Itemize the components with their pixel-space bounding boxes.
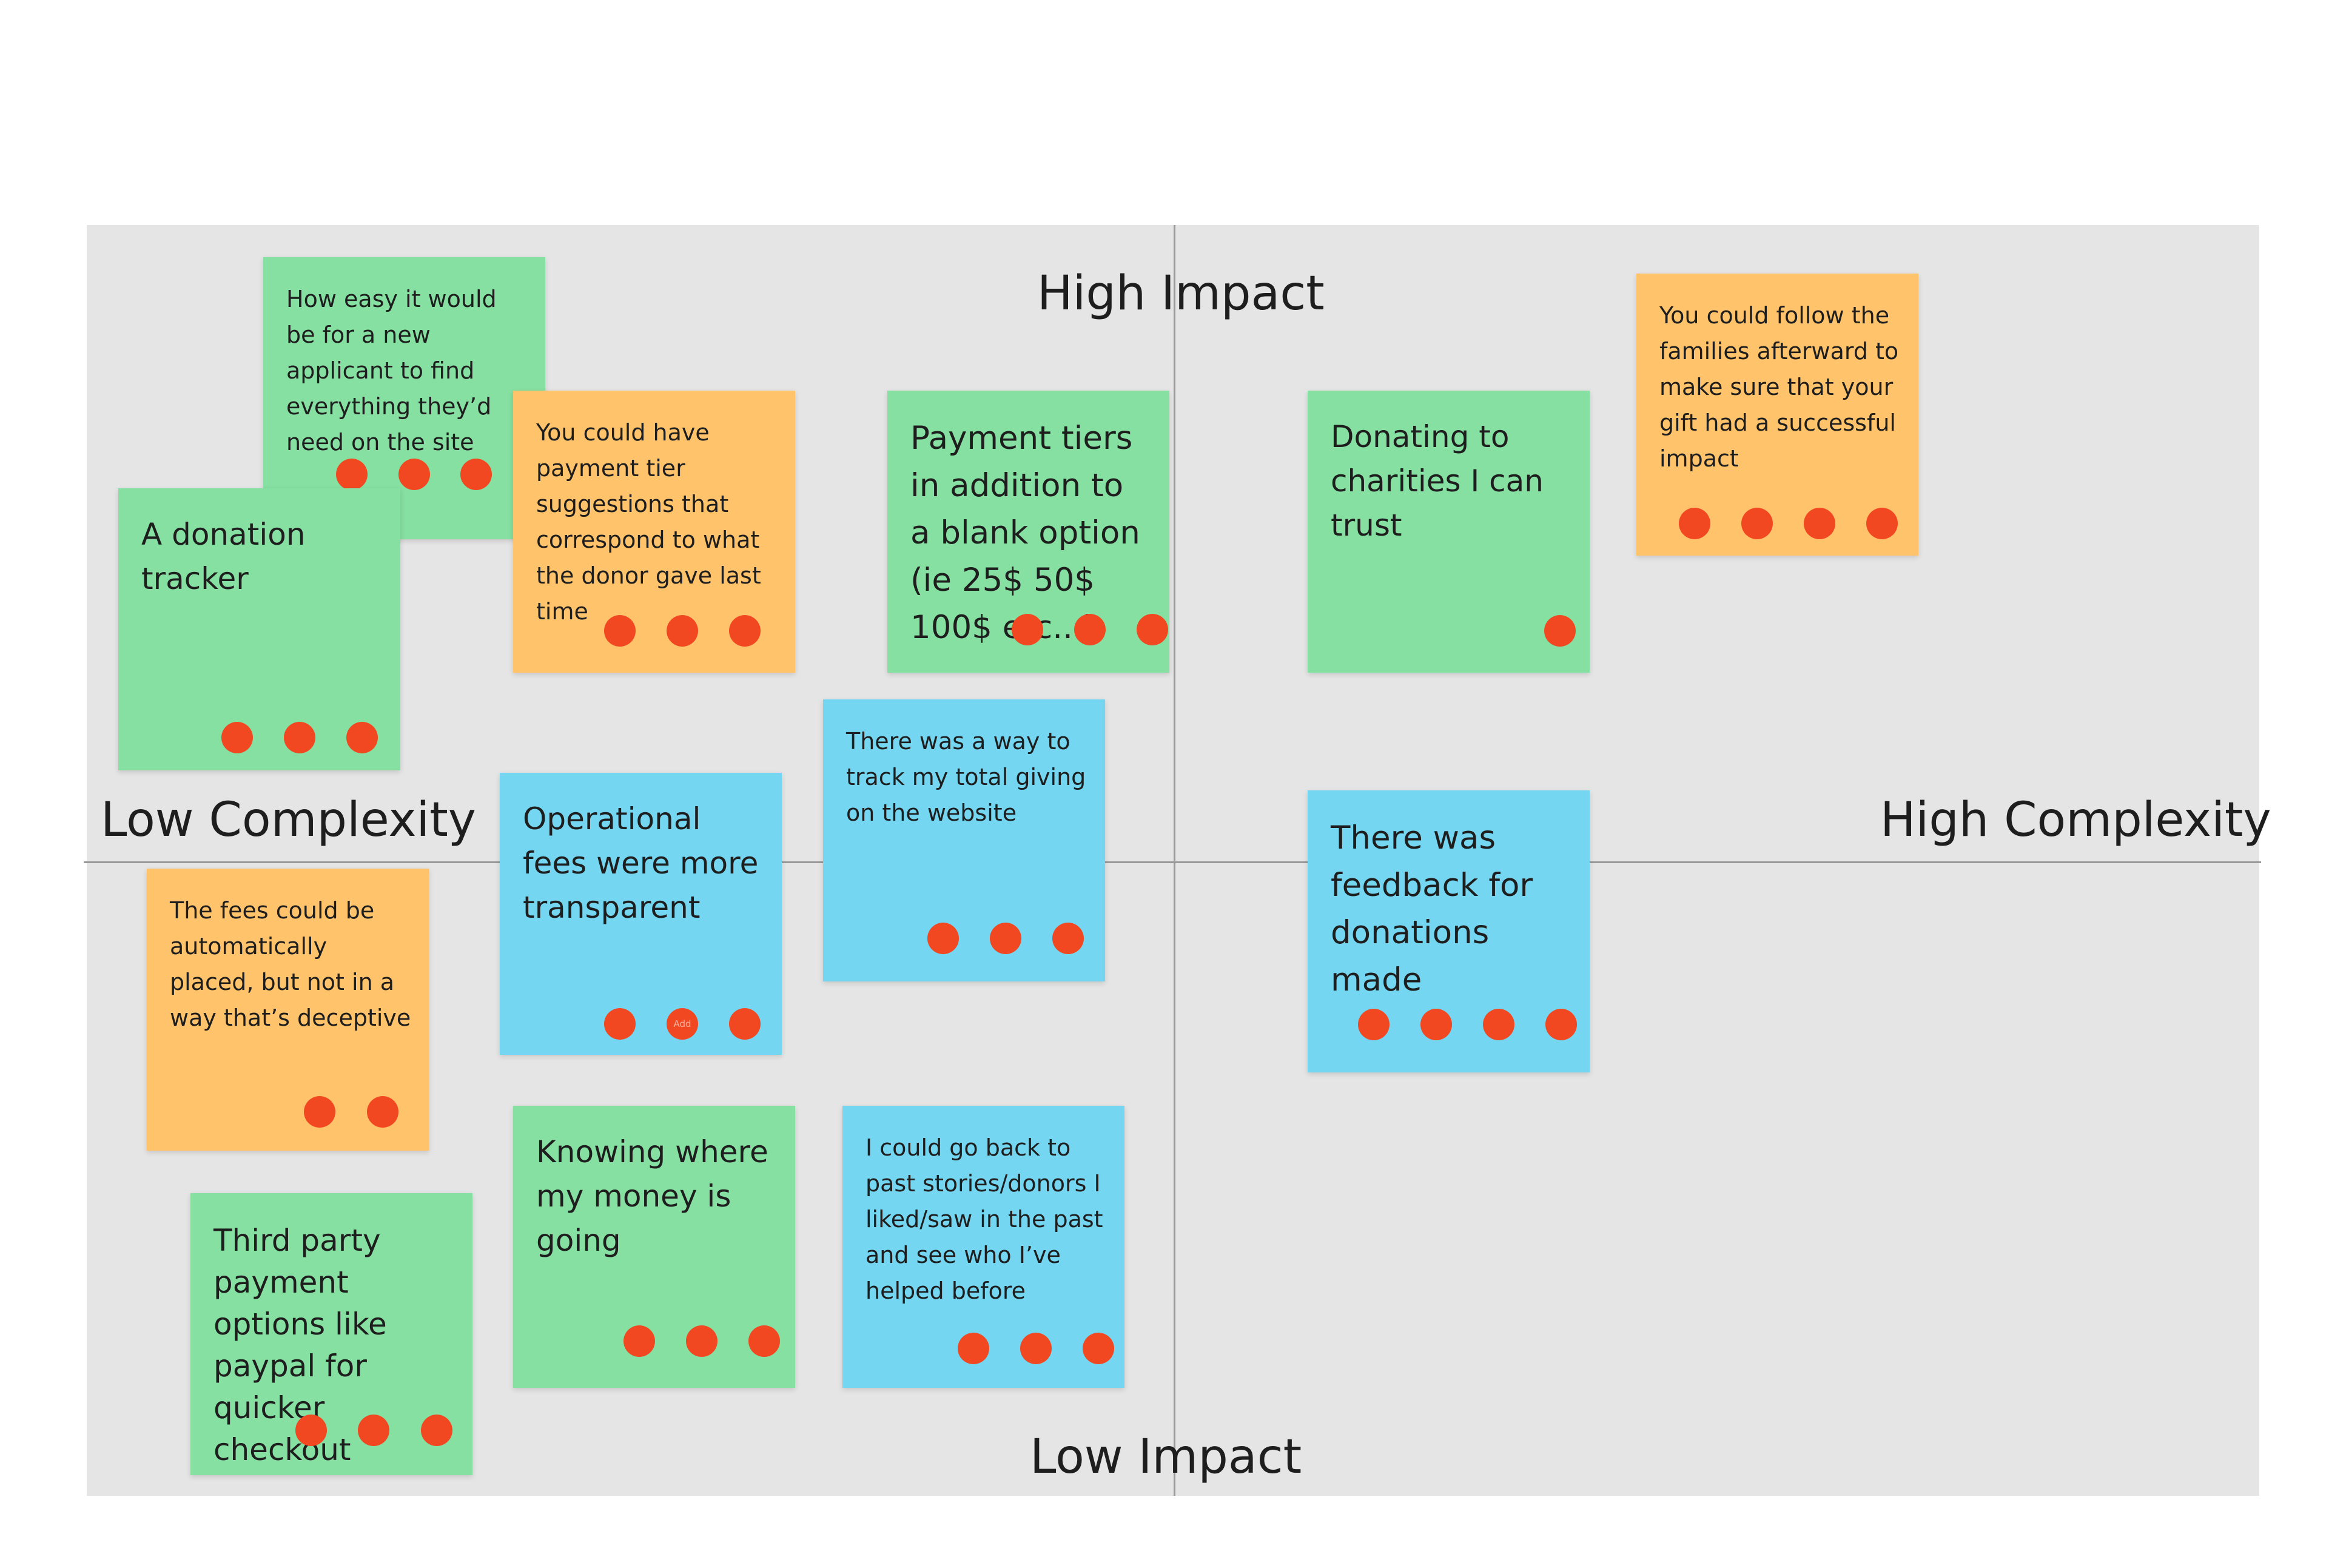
sticky-note-text: There was feedback for donations made [1331,819,1533,998]
vote-dot[interactable] [1012,614,1043,645]
sticky-note[interactable]: There was feedback for donations made [1308,790,1590,1072]
sticky-note[interactable]: You could follow the families afterward … [1636,274,1918,556]
vote-dot[interactable] [1052,923,1084,954]
vote-dot[interactable] [421,1415,452,1446]
sticky-note-text: Knowing where my money is going [536,1134,768,1258]
vote-dot[interactable] [367,1096,398,1128]
sticky-note[interactable]: Donating to charities I can trust [1308,391,1590,673]
vote-dot[interactable] [1866,508,1898,539]
sticky-note[interactable]: A donation tracker [118,488,400,770]
sticky-note[interactable]: Knowing where my money is going [513,1106,795,1388]
high-impact-label: High Impact [1037,266,1325,321]
sticky-note[interactable]: Operational fees were more transparent A… [500,773,782,1055]
vote-dot[interactable] [1358,1009,1390,1040]
sticky-note-text: A donation tracker [141,517,306,596]
sticky-note[interactable]: Third party payment options like paypal … [190,1193,472,1475]
sticky-note-text: The fees could be automatically placed, … [170,897,411,1031]
sticky-note-text: Donating to charities I can trust [1331,419,1544,543]
vote-dot[interactable] [1137,614,1168,645]
vote-dot[interactable] [729,615,761,647]
sticky-note-text: Payment tiers in addition to a blank opt… [910,420,1140,646]
vote-dot[interactable] [1804,508,1835,539]
sticky-note-text: I could go back to past stories/donors I… [865,1134,1103,1304]
sticky-note[interactable]: I could go back to past stories/donors I… [842,1106,1124,1388]
vote-dot[interactable] [1545,1009,1577,1040]
sticky-note-text: You could have payment tier suggestions … [536,419,761,625]
vote-dot[interactable] [667,615,698,647]
sticky-note[interactable]: You could have payment tier suggestions … [513,391,795,673]
sticky-note-text: Third party payment options like paypal … [213,1223,387,1467]
vote-dot[interactable] [398,459,430,490]
high-complexity-label: High Complexity [1880,793,2271,847]
vote-dot[interactable] [604,615,636,647]
vote-dot[interactable] [927,923,959,954]
vote-dot[interactable] [336,459,368,490]
sticky-note-text: There was a way to track my total giving… [846,728,1086,826]
sticky-note-text: How easy it would be for a new applicant… [286,286,497,456]
vote-dot[interactable] [1020,1333,1052,1364]
vote-dot[interactable] [686,1325,718,1357]
vote-dot[interactable] [958,1333,989,1364]
vote-dot[interactable] [304,1096,335,1128]
vote-dot[interactable] [1420,1009,1452,1040]
vote-dot[interactable] [284,722,315,753]
vote-dot[interactable] [1083,1333,1114,1364]
sticky-note[interactable]: Payment tiers in addition to a blank opt… [887,391,1169,673]
impact-axis [1174,225,1175,1496]
vote-dot[interactable] [1544,615,1576,647]
vote-dot[interactable] [346,722,378,753]
sticky-note[interactable]: The fees could be automatically placed, … [147,869,429,1151]
low-complexity-label: Low Complexity [101,793,476,847]
vote-dot[interactable] [990,923,1021,954]
sticky-note[interactable]: There was a way to track my total giving… [823,699,1105,981]
vote-dot[interactable] [623,1325,655,1357]
sticky-note-text: You could follow the families afterward … [1659,302,1899,472]
low-impact-label: Low Impact [1030,1430,1302,1484]
vote-dot[interactable] [604,1008,636,1040]
vote-dot[interactable] [460,459,492,490]
vote-dot[interactable] [748,1325,780,1357]
sticky-note-text: Operational fees were more transparent [523,801,759,925]
vote-dot[interactable] [295,1415,327,1446]
vote-dot[interactable] [1074,614,1106,645]
sticky-note[interactable]: How easy it would be for a new applicant… [263,257,545,539]
complexity-axis [84,861,2261,863]
vote-dot[interactable] [1679,508,1710,539]
vote-dot[interactable] [1741,508,1773,539]
add-vote-dot[interactable]: Add [667,1008,698,1040]
vote-dot[interactable] [1483,1009,1514,1040]
vote-dot[interactable] [221,722,253,753]
vote-dot[interactable] [358,1415,389,1446]
vote-dot[interactable] [729,1008,761,1040]
